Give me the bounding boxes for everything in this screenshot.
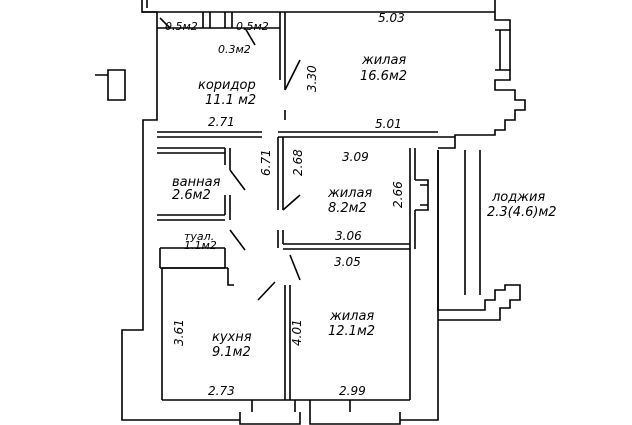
wall-living-top-bottom [278, 131, 455, 138]
wall-bottom-inner [162, 249, 411, 401]
wall-bath-top [157, 147, 225, 154]
dim-5-03: 5.03 [378, 11, 405, 25]
door-bath [229, 169, 246, 191]
living-bottom-area: 12.1м2 [328, 324, 375, 339]
wall-kitchen-top [162, 267, 234, 286]
wall-closets [157, 12, 280, 29]
loggia-name: лоджия [491, 190, 545, 205]
left-stair [95, 69, 126, 101]
walls [95, 0, 526, 425]
wall-corridor-bottom [157, 131, 262, 138]
door-living-bottom [289, 254, 301, 281]
labels: 0.5м2 0.5м2 0.3м2 5.03 жилая 16.6м2 3.30… [165, 11, 557, 398]
door-closet-2 [244, 27, 256, 46]
bathroom-area: 2.6м2 [172, 188, 211, 203]
dim-2-99: 2.99 [339, 384, 366, 398]
toilet-area: 1.1м2 [184, 239, 217, 252]
wall-kitchen-right [284, 285, 291, 400]
dim-2-71: 2.71 [208, 115, 235, 129]
dim-2-73: 2.73 [208, 384, 235, 398]
dim-6-71: 6.71 [259, 149, 273, 176]
closet-1-area: 0.5м2 [165, 20, 198, 33]
living-mid-area: 8.2м2 [328, 201, 367, 216]
living-top-area: 16.6м2 [360, 69, 407, 84]
closet-2-area: 0.5м2 [236, 20, 269, 33]
closet-3-area: 0.3м2 [218, 43, 251, 56]
window-bottom [251, 400, 351, 412]
loggia-outline [437, 150, 521, 321]
door-toilet [229, 229, 246, 251]
corridor-area: 11.1 м2 [205, 93, 256, 108]
living-mid-name: жилая [327, 186, 372, 201]
dim-2-68: 2.68 [291, 149, 305, 176]
living-bottom-name: жилая [329, 309, 374, 324]
dim-3-09: 3.09 [342, 150, 369, 164]
door-living-top [284, 59, 301, 91]
toilet-name: туал. [184, 230, 214, 243]
kitchen-name: кухня [212, 330, 252, 345]
door-kitchen [257, 281, 276, 301]
window-right-top [495, 29, 510, 71]
living-top-name: жилая [361, 53, 406, 68]
door-living-mid [282, 194, 301, 211]
wall-bath-bottom [157, 214, 225, 221]
dim-3-05: 3.05 [334, 255, 361, 269]
loggia-area: 2.3(4.6)м2 [487, 205, 557, 220]
dim-3-61: 3.61 [172, 319, 186, 346]
dim-2-66: 2.66 [391, 181, 405, 208]
dim-4-01: 4.01 [290, 319, 304, 346]
wall-corridor-top [279, 12, 286, 120]
door-closet-1 [159, 17, 171, 29]
wall-living-mid-bottom [283, 243, 410, 250]
dim-3-06: 3.06 [335, 229, 362, 243]
bathroom-name: ванная [172, 175, 221, 190]
wall-bath-right [224, 148, 231, 220]
wall-living-mid-right [409, 148, 416, 249]
dim-3-30: 3.30 [305, 65, 319, 92]
outer-wall-right-top [438, 0, 526, 149]
window-right-mid [415, 179, 429, 211]
wall-living-mid-left [277, 137, 284, 248]
kitchen-area: 9.1м2 [212, 345, 251, 360]
corridor-name: коридор [198, 78, 256, 93]
dim-5-01: 5.01 [375, 117, 402, 131]
